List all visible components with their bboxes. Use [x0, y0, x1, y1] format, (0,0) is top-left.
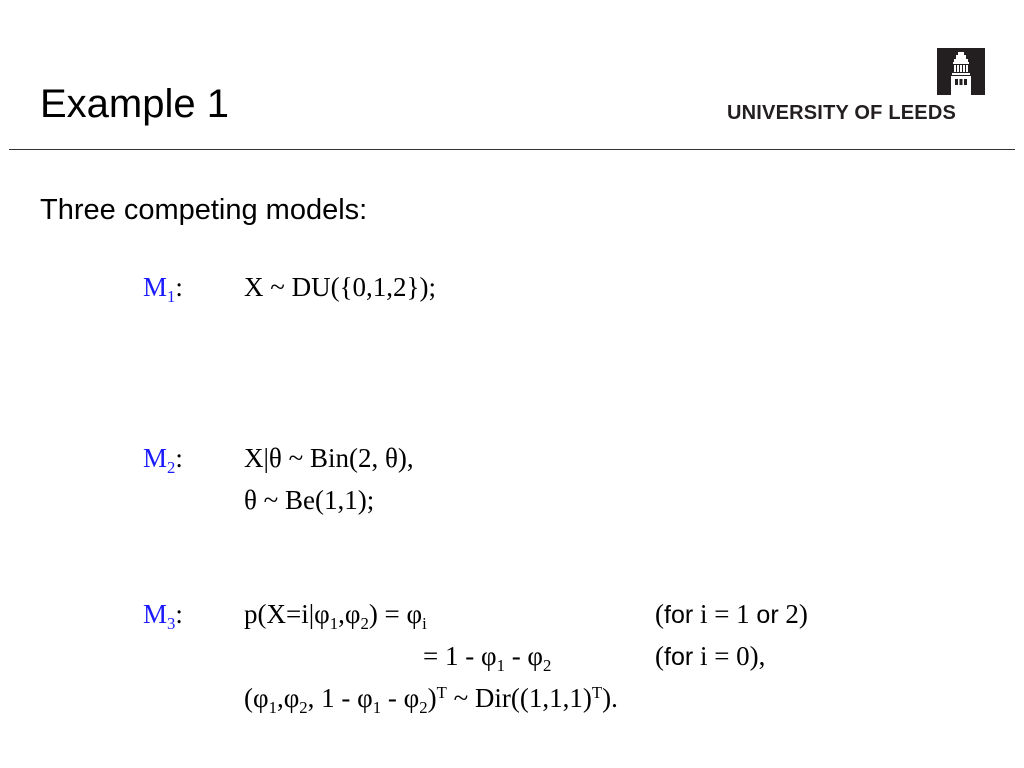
model-2-likelihood: X|θ ~ Bin(2, θ), [244, 443, 414, 473]
model-2-prior: θ ~ Be(1,1); [244, 485, 375, 515]
model-3-dirichlet-prior: (φ1,φ2, 1 - φ1 - φ2)T ~ Dir((1,1,1)T). [244, 682, 618, 717]
model-3-equation-1: p(X=i|φ1,φ2) = φi [244, 599, 427, 633]
model-3-label: M3: [143, 599, 183, 633]
model-2-label: M2: [143, 443, 183, 477]
model-3-equation-2: = 1 - φ1 - φ2 [423, 641, 552, 675]
slide-title: Example 1 [40, 82, 229, 126]
university-logo: UNIVERSITY OF LEEDS [727, 48, 987, 128]
model-3-condition-2: (for i = 0), [655, 641, 766, 671]
header-divider [9, 149, 1015, 150]
model-3-condition-1: (for i = 1 or 2) [655, 599, 808, 629]
model-1-label: M1: [143, 272, 183, 306]
intro-text: Three competing models: [40, 194, 368, 226]
model-1-spec: X ~ DU({0,1,2}); [244, 272, 437, 302]
university-tower-icon [937, 48, 985, 95]
university-name: UNIVERSITY OF LEEDS [727, 102, 957, 124]
